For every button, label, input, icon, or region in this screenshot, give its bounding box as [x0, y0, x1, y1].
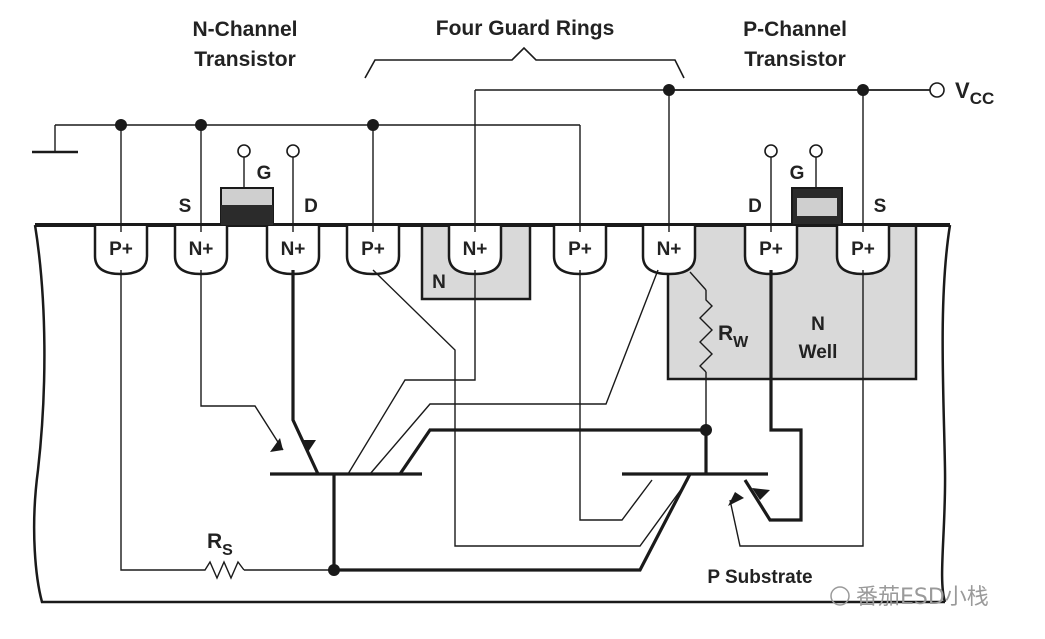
diffusion-label-8: P+: [759, 239, 783, 260]
npn-emitter-arrow-right: [302, 440, 316, 452]
diffusion-label-2: N+: [189, 239, 214, 260]
diffusion-label-7: N+: [657, 239, 682, 260]
npn-emitter-arrow-left: [270, 438, 283, 452]
diffusion-4: [345, 226, 401, 276]
pnp-emitter-arrow-left: [728, 492, 744, 506]
diffusion-7: [641, 226, 697, 276]
p-channel-title-line1: P-Channel: [743, 18, 847, 41]
diffusion-label-3: N+: [281, 239, 306, 260]
n-channel-title-line2: Transistor: [194, 48, 296, 71]
label-n-region: N: [432, 272, 446, 293]
watermark: 番茄ESD小栈: [830, 585, 989, 610]
thick-wiring: [270, 270, 803, 572]
substrate-left-bottom-edge: [32, 224, 945, 604]
label-source-p: S: [874, 196, 887, 217]
wechat-icon: [830, 586, 850, 606]
label-nwell-line2: Well: [799, 342, 838, 363]
resistor-rs: [200, 560, 245, 580]
substrate-right-edge: [940, 224, 952, 603]
junction-dots: [115, 84, 869, 576]
diffusion-label-5: N+: [463, 239, 488, 260]
label-nwell-line1: N: [811, 314, 825, 335]
label-rs: RS: [207, 530, 233, 559]
p-channel-title-line2: Transistor: [744, 48, 846, 71]
diffusion-regions: P+ N+ N+ P+ N+ P+ N+ P+ P+: [93, 226, 891, 276]
label-p-substrate: P Substrate: [707, 567, 812, 588]
label-drain-n: D: [304, 196, 318, 217]
guard-rings-title: Four Guard Rings: [436, 17, 615, 40]
n-channel-title-line1: N-Channel: [193, 18, 298, 41]
label-gate-p: G: [790, 163, 805, 184]
gate-p-channel-oxide: [797, 198, 837, 216]
open-terminals: [237, 82, 945, 158]
pnp-emitter-arrow-right: [752, 488, 770, 500]
label-source-n: S: [179, 196, 192, 217]
watermark-text: 番茄ESD小栈: [856, 585, 989, 610]
gate-n-channel-poly: [221, 205, 273, 225]
resistor-rw: [699, 290, 713, 373]
label-vcc: VCC: [955, 78, 994, 108]
diffusion-label-1: P+: [109, 239, 133, 260]
label-rw: RW: [718, 322, 749, 351]
diffusion-label-4: P+: [361, 239, 385, 260]
guard-rings-brace: [364, 46, 685, 79]
label-drain-p: D: [748, 196, 762, 217]
thin-wiring: [32, 89, 930, 571]
diffusion-label-6: P+: [568, 239, 592, 260]
label-gate-n: G: [257, 163, 272, 184]
diffusion-label-9: P+: [851, 239, 875, 260]
